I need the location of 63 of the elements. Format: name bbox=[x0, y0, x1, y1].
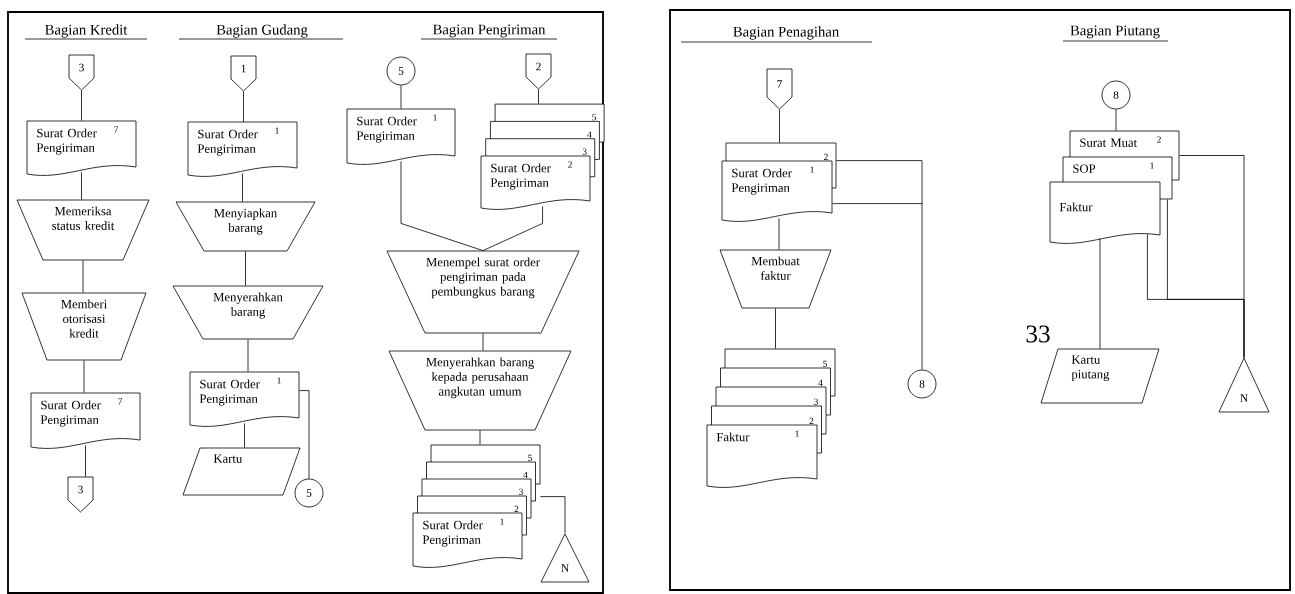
archive-triangle: N bbox=[1218, 357, 1270, 413]
document-stack: 5 4 3 2 Surat Order Pengiriman 1 bbox=[412, 444, 541, 568]
on-page-connector: 5 bbox=[294, 478, 324, 508]
node-label: 4 bbox=[523, 471, 528, 478]
manual-input: Kartu bbox=[182, 447, 301, 496]
node-label: 5 bbox=[823, 360, 827, 367]
document-stack: 5 4 3 Surat Order Pengiriman 2 bbox=[480, 103, 605, 210]
page-number: 33 bbox=[1026, 325, 1050, 343]
on-page-connector: 5 bbox=[386, 56, 416, 86]
manual-operation: Memberi otorisasi kredit bbox=[21, 292, 147, 361]
connector-line bbox=[400, 161, 484, 251]
on-page-connector: 8 bbox=[1101, 80, 1131, 110]
node-label: 3 bbox=[814, 398, 818, 405]
connector-line bbox=[538, 89, 539, 105]
lane-heading: Bagian Penagihan bbox=[680, 26, 873, 43]
connector-line bbox=[82, 260, 84, 293]
node-label: 3 bbox=[582, 148, 587, 155]
node-label: 2 bbox=[514, 505, 519, 512]
connector-line bbox=[400, 85, 402, 109]
node-label: 5 bbox=[592, 114, 597, 121]
manual-operation: Membuat faktur bbox=[719, 249, 832, 309]
connector-line bbox=[1115, 109, 1117, 131]
manual-operation: Menyerahkan barang bbox=[172, 285, 324, 340]
lane-heading: Bagian Piutang bbox=[1062, 25, 1169, 42]
connector-line bbox=[1147, 234, 1245, 358]
manual-input: Kartu piutang bbox=[1040, 348, 1160, 404]
manual-operation: Menempel surat order pengiriman pada pembungkus barang bbox=[386, 250, 580, 334]
connector-line bbox=[245, 251, 246, 286]
connector-line bbox=[247, 339, 249, 372]
connector-line bbox=[775, 308, 776, 349]
archive-triangle: N bbox=[540, 533, 590, 583]
off-page-connector: 2 bbox=[525, 53, 552, 90]
document-stack: 5 4 3 2 Faktur 1 bbox=[706, 348, 836, 488]
manual-operation: Menyiapkan barang bbox=[175, 201, 316, 252]
connector-line bbox=[242, 173, 243, 202]
lane-heading: Bagian Gudang bbox=[178, 24, 344, 40]
off-page-connector: 1 bbox=[230, 55, 257, 92]
connector-line bbox=[244, 423, 245, 448]
connector-line bbox=[85, 445, 86, 477]
lane-heading: Bagian Pengiriman bbox=[420, 24, 558, 40]
lane-heading: Bagian Kredit bbox=[24, 24, 148, 40]
connector-line bbox=[482, 206, 543, 251]
connector-line bbox=[243, 91, 244, 122]
manual-operation: Menyerahkan barang kepada perusahaan angkutan umum bbox=[388, 350, 572, 431]
connector-line bbox=[81, 172, 82, 200]
manual-operation: Memeriksa status kredit bbox=[16, 199, 150, 261]
node-label: 3 bbox=[519, 488, 523, 495]
node-label: 4 bbox=[818, 379, 823, 386]
connector-line bbox=[779, 109, 780, 143]
on-page-connector: 8 bbox=[907, 369, 937, 399]
connector-line bbox=[479, 430, 481, 445]
connector-line bbox=[778, 218, 780, 250]
node-label: 2 bbox=[824, 153, 828, 160]
connector-line bbox=[83, 360, 85, 393]
document-stack: 2 Surat Order Pengiriman 1 bbox=[721, 142, 837, 222]
off-page-connector: 3 bbox=[68, 54, 95, 91]
off-page-connector: 3 bbox=[67, 476, 94, 513]
connector-line bbox=[482, 333, 484, 351]
node-label: 4 bbox=[587, 131, 592, 138]
node-label: 2 bbox=[809, 417, 814, 424]
connector-line bbox=[81, 90, 82, 121]
off-page-connector: 7 bbox=[766, 68, 793, 110]
node-label: 5 bbox=[528, 454, 532, 461]
